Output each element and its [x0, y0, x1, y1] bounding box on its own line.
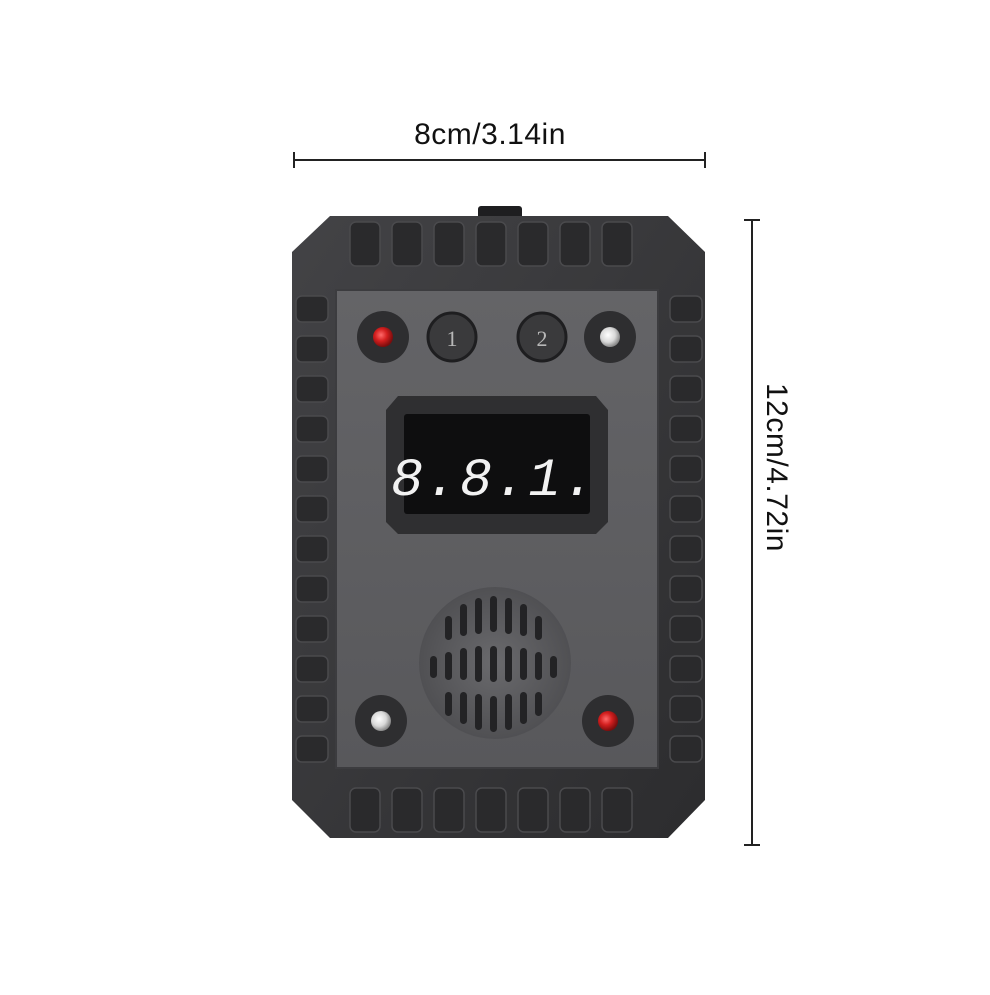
height-dimension-label: 12cm/4.72in: [760, 383, 793, 552]
digital-display: 8.8.1.: [386, 396, 608, 534]
height-dimension-line: [744, 219, 760, 846]
width-dimension-label: 8cm/3.14in: [414, 118, 566, 151]
speaker-grille: [419, 587, 571, 739]
led-bottom-right: [582, 695, 634, 747]
led-bottom-left: [355, 695, 407, 747]
button-1-label: 1: [447, 326, 458, 351]
mode-button-2[interactable]: 2: [516, 311, 568, 363]
button-2-label: 2: [537, 326, 548, 351]
display-readout: 8.8.1.: [391, 451, 597, 512]
mode-button-1[interactable]: 1: [426, 311, 478, 363]
width-dimension-line: [293, 152, 706, 168]
led-top-left: [357, 311, 409, 363]
led-top-right: [584, 311, 636, 363]
